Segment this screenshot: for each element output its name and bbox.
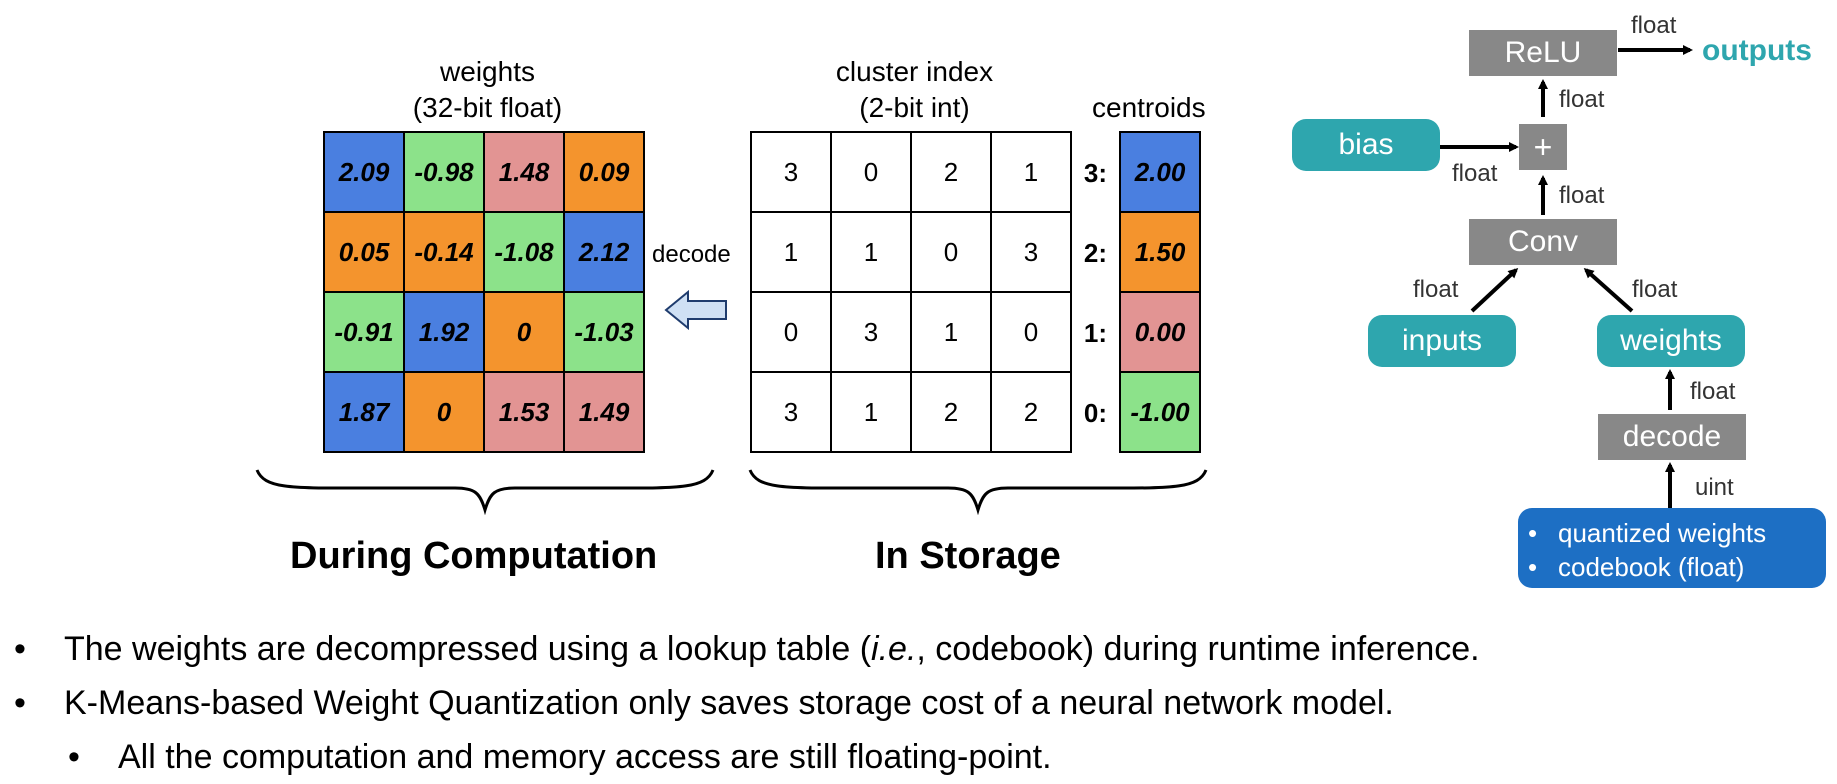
weight-cell: 0 — [404, 372, 484, 452]
centroid-cell: 2.00 — [1120, 132, 1200, 212]
weight-cell: 0.09 — [564, 132, 644, 212]
weight-cell: 1.87 — [324, 372, 404, 452]
centroid-cell: 1.50 — [1120, 212, 1200, 292]
cluster-index-cell: 0 — [751, 292, 831, 372]
during-computation-brace — [255, 469, 715, 515]
bias-node: bias — [1292, 119, 1440, 171]
cluster-index-cell: 2 — [911, 372, 991, 452]
decode-arrow-icon — [664, 290, 727, 330]
cluster-index-cell: 1 — [911, 292, 991, 372]
weight-cell: 0 — [484, 292, 564, 372]
weight-cell: -1.08 — [484, 212, 564, 292]
edge-label-decode-weights: float — [1690, 378, 1736, 405]
conv-node: Conv — [1469, 219, 1617, 265]
weights-title-line2: (32-bit float) — [412, 92, 563, 123]
decode-node: decode — [1598, 414, 1746, 460]
cluster-index-cell: 2 — [911, 132, 991, 212]
storage-item-quantized-weights: •quantized weights — [1528, 518, 1767, 548]
cluster-index-cell: 1 — [831, 372, 911, 452]
centroid-label: 3: — [1083, 157, 1107, 188]
centroid-label: 2: — [1083, 237, 1107, 268]
in-storage-label: In Storage — [875, 535, 1061, 577]
weight-cell: 1.53 — [484, 372, 564, 452]
centroid-label: 0: — [1083, 397, 1107, 428]
cluster-index-cell: 1 — [751, 212, 831, 292]
storage-node: •quantized weights •codebook (float) — [1518, 508, 1826, 588]
weights-node: weights — [1597, 315, 1745, 367]
weight-cell: 1.49 — [564, 372, 644, 452]
bullet-list: • The weights are decompressed using a l… — [10, 622, 1830, 784]
cluster-index-cell: 3 — [751, 372, 831, 452]
outputs-label: outputs — [1702, 34, 1812, 67]
cluster-index-cell: 3 — [991, 212, 1071, 292]
weights-matrix-title: weights (32-bit float) — [325, 54, 650, 126]
weight-cell: 2.09 — [324, 132, 404, 212]
weight-cell: 2.12 — [564, 212, 644, 292]
cluster-index-cell: 1 — [991, 132, 1071, 212]
weight-cell: -0.91 — [324, 292, 404, 372]
edge-label-weights-conv: float — [1632, 276, 1678, 303]
cluster-index-cell: 1 — [831, 212, 911, 292]
cluster-index-title-line1: cluster index — [835, 56, 994, 87]
add-node: + — [1519, 124, 1567, 170]
in-storage-brace — [748, 469, 1208, 515]
edge-label-conv-add: float — [1559, 182, 1605, 209]
weight-cell: 1.48 — [484, 132, 564, 212]
edge-label-storage-decode: uint — [1695, 474, 1734, 501]
cluster-index-cell: 2 — [991, 372, 1071, 452]
cluster-index-cell: 3 — [751, 132, 831, 212]
centroid-cell: -1.00 — [1120, 372, 1200, 452]
cluster-index-cell: 0 — [991, 292, 1071, 372]
weight-cell: 1.92 — [404, 292, 484, 372]
bullet-1: • The weights are decompressed using a l… — [14, 630, 1480, 668]
inputs-node: inputs — [1368, 315, 1516, 367]
edge-label-add-relu: float — [1559, 86, 1605, 113]
centroids-title: centroids — [1092, 92, 1206, 123]
centroid-labels: 3: 2: 1: 0: — [1067, 133, 1107, 453]
bullet-3: • All the computation and memory access … — [68, 738, 1052, 776]
during-computation-label: During Computation — [290, 535, 658, 577]
weights-title-line1: weights — [440, 56, 535, 87]
storage-item-codebook: •codebook (float) — [1528, 552, 1745, 582]
cluster-index-title: cluster index (2-bit int) — [752, 54, 1077, 126]
graph-arrows — [1440, 45, 1693, 508]
edge-label-relu-outputs: float — [1631, 12, 1677, 39]
relu-node: ReLU — [1469, 30, 1617, 76]
edge-label-inputs-conv: float — [1413, 276, 1459, 303]
weight-cell: 0.05 — [324, 212, 404, 292]
weight-cell: -0.14 — [404, 212, 484, 292]
decode-label: decode — [652, 241, 731, 268]
cluster-index-title-line2: (2-bit int) — [859, 92, 970, 123]
weight-cell: -1.03 — [564, 292, 644, 372]
centroid-cell: 0.00 — [1120, 292, 1200, 372]
weight-cell: -0.98 — [404, 132, 484, 212]
bullet-2: • K-Means-based Weight Quantization only… — [14, 684, 1394, 722]
centroid-label: 1: — [1083, 317, 1107, 348]
edge-label-bias-add: float — [1452, 160, 1498, 187]
cluster-index-cell: 0 — [911, 212, 991, 292]
cluster-index-cell: 3 — [831, 292, 911, 372]
cluster-index-cell: 0 — [831, 132, 911, 212]
